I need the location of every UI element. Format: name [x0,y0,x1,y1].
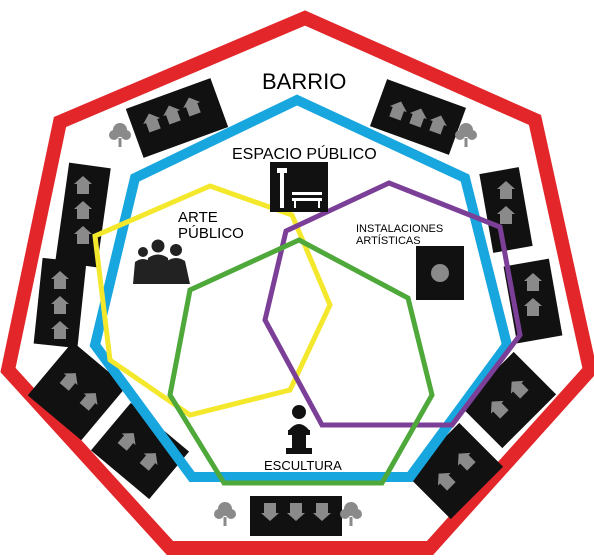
house-block-icon [459,351,557,449]
house-block-icon [27,341,127,441]
tree-icon [109,123,131,147]
house-block-icon [250,496,342,536]
sculpture-bust-icon [286,405,312,454]
house-block-icon [90,402,190,500]
instalaciones-heptagon [262,180,523,428]
espacio-publico-heptagon [89,94,513,482]
tree-icon [340,502,362,526]
barrio-label: BARRIO [262,69,347,94]
espacio-publico-label: ESPACIO PÚBLICO [232,146,377,163]
escultura-label: ESCULTURA [264,458,342,473]
instalaciones-label: INSTALACIONES ARTÍSTICAS [356,223,444,247]
arte-publico-label: ARTE PÚBLICO [178,210,244,242]
instalaciones-label-line1: INSTALACIONES [356,223,444,235]
people-group-icon [133,239,190,284]
house-block-icon [406,422,504,520]
tree-icon [214,502,236,526]
house-block-icon [369,79,467,155]
house-block-icon [479,167,533,253]
bench-lamp-icon [270,162,328,212]
barrio-heptagon [0,10,594,555]
arte-publico-heptagon [92,183,333,418]
installation-icon [416,246,464,300]
arte-publico-label-line1: ARTE [178,209,218,226]
instalaciones-label-line2: ARTÍSTICAS [356,234,421,247]
house-block-icon [33,257,87,349]
house-block-icon [55,162,111,268]
escultura-heptagon [167,237,435,486]
house-block-icon [125,78,229,158]
arte-publico-label-line2: PÚBLICO [178,224,244,242]
